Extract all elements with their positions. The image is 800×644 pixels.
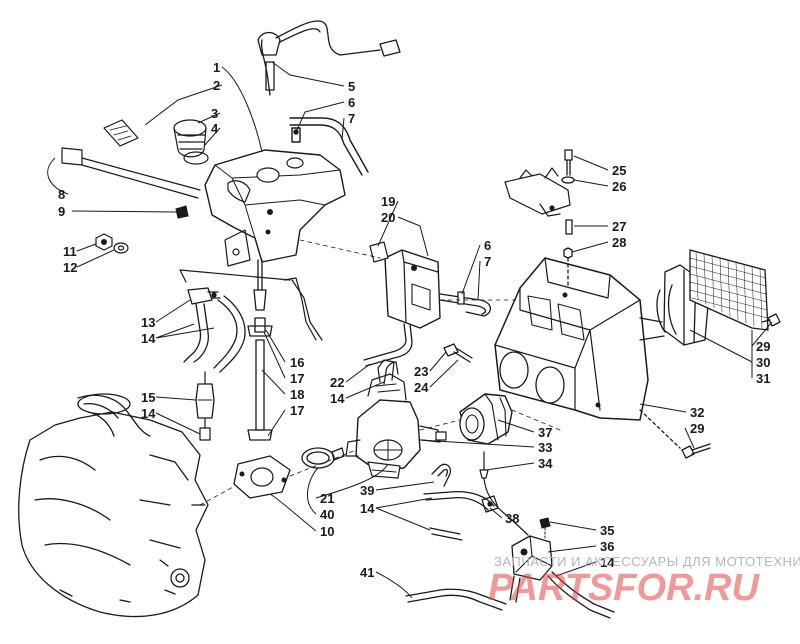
- callout-p28: 28: [612, 235, 626, 250]
- callout-p37: 37: [538, 425, 552, 440]
- tank-cap: [173, 119, 209, 165]
- fuel-hose-14: [183, 295, 246, 373]
- flange-10: [233, 455, 291, 499]
- callout-p32: 32: [690, 405, 704, 420]
- callout-p22: 22: [330, 375, 344, 390]
- cable-34: [479, 451, 529, 536]
- callout-p20: 20: [381, 210, 395, 225]
- pulse-hose-7: [439, 291, 491, 317]
- callout-p12: 12: [63, 260, 77, 275]
- callout-p16: 16: [290, 355, 304, 370]
- callout-p39: 39: [360, 483, 374, 498]
- intake-adapter-37: [459, 393, 513, 445]
- clamp-40: [301, 447, 345, 469]
- bolt-23: [443, 343, 473, 363]
- callout-p25: 25: [612, 163, 626, 178]
- callout-p14c: 14: [330, 391, 345, 406]
- nut-11: [95, 233, 113, 251]
- callout-p31: 31: [756, 371, 770, 386]
- callout-p14e: 14: [600, 555, 615, 570]
- callout-p14b: 14: [141, 406, 156, 421]
- callout-p6a: 6: [348, 95, 355, 110]
- callout-p14a: 14: [141, 331, 156, 346]
- fuel-pump-20: [369, 241, 441, 329]
- watermark: ЗАПЧАСТИ И АКСЕССУАРЫ ДЛЯ МОТОТЕХНИКИ PA…: [488, 554, 800, 609]
- callout-p41: 41: [360, 565, 374, 580]
- callout-p13: 13: [141, 315, 155, 330]
- callout-p23: 23: [414, 364, 428, 379]
- hose-22: [363, 323, 413, 367]
- callout-p11: 11: [63, 244, 77, 259]
- callout-p17a: 17: [290, 371, 304, 386]
- clip-39: [431, 463, 452, 487]
- callout-p38: 38: [505, 511, 519, 526]
- oil-level-sender: [257, 20, 401, 96]
- callout-p17b: 17: [290, 403, 304, 418]
- callout-leaders: [47, 61, 773, 599]
- callout-p15: 15: [141, 390, 155, 405]
- vent-hose-7: [289, 117, 369, 176]
- callout-p26: 26: [612, 179, 626, 194]
- callout-p4: 4: [211, 121, 219, 136]
- tank-bracket: [179, 229, 323, 341]
- hose-41: [405, 588, 507, 611]
- callout-p2: 2: [213, 78, 220, 93]
- callout-p29b: 29: [690, 421, 704, 436]
- guide-lines: [199, 239, 561, 506]
- callout-p1: 1: [213, 60, 220, 75]
- callout-p7b: 7: [484, 254, 491, 269]
- watermark-tagline: ЗАПЧАСТИ И АКСЕССУАРЫ ДЛЯ МОТОТЕХНИКИ: [494, 554, 800, 569]
- intake-screen-31: [689, 249, 769, 331]
- fuel-line-18: [247, 259, 273, 441]
- fitting-13: [187, 287, 221, 305]
- callout-p21: 21: [320, 491, 334, 506]
- callout-p5: 5: [348, 79, 355, 94]
- callout-p18: 18: [290, 387, 304, 402]
- callout-p34: 34: [538, 456, 553, 471]
- engine-block: [18, 393, 209, 618]
- callout-p24: 24: [414, 380, 429, 395]
- callout-p8: 8: [58, 187, 65, 202]
- callout-p35: 35: [600, 523, 614, 538]
- decal-tag: [103, 119, 139, 147]
- callout-p14d: 14: [360, 501, 375, 516]
- air-silencer-32: [494, 257, 649, 421]
- callout-p29a: 29: [756, 339, 770, 354]
- hardware-9: [175, 205, 189, 219]
- callout-labels: 1234567891112131415141617181719206722142…: [58, 60, 770, 580]
- callout-p10: 10: [320, 524, 334, 539]
- callout-p7a: 7: [348, 111, 355, 126]
- screw-29: [639, 313, 781, 459]
- callout-p3: 3: [211, 106, 218, 121]
- watermark-logo: PARTSFOR.RU: [488, 567, 760, 609]
- callout-p27: 27: [612, 219, 626, 234]
- callout-p33: 33: [538, 440, 552, 455]
- carburetor-21: [345, 359, 447, 479]
- callout-p6b: 6: [484, 238, 491, 253]
- throttle-switch: [504, 167, 571, 217]
- fuel-filter-15: [195, 371, 215, 441]
- strap-8: [61, 147, 201, 199]
- washer-12: [113, 242, 129, 254]
- callout-p9: 9: [58, 204, 65, 219]
- callout-p40: 40: [320, 507, 334, 522]
- callout-p19: 19: [381, 194, 395, 209]
- callout-p30: 30: [756, 355, 770, 370]
- oil-tank: [204, 149, 346, 263]
- callout-p36: 36: [600, 539, 614, 554]
- fitting-38: [481, 495, 499, 513]
